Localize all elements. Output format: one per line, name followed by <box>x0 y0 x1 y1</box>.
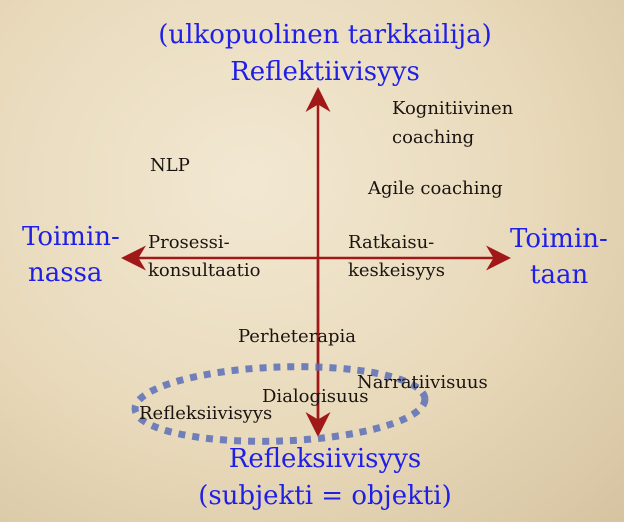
right-axis-line1: Toimin- <box>510 224 608 254</box>
label-kognitiivinen: Kognitiivinen <box>392 98 514 119</box>
bottom-axis-title: Refleksiivisyys <box>228 444 422 474</box>
left-axis-line2: nassa <box>28 258 103 288</box>
label-refleksiivisyys: Refleksiivisyys <box>139 403 273 424</box>
label-konsultaatio: konsultaatio <box>148 260 261 281</box>
label-coaching: coaching <box>392 127 475 148</box>
label-agile-coaching: Agile coaching <box>368 178 503 199</box>
top-axis-title: Reflektiivisyys <box>230 57 420 87</box>
bottom-axis-subtitle: (subjekti = objekti) <box>198 481 452 511</box>
dotted-ellipse <box>131 363 429 445</box>
label-nlp: NLP <box>150 155 190 176</box>
top-axis-subtitle: (ulkopuolinen tarkkailija) <box>158 20 492 50</box>
left-axis-line1: Toimin- <box>22 222 120 252</box>
label-narratiivisuus: Narratiivisuus <box>357 372 488 393</box>
label-prosessi: Prosessi- <box>148 232 230 253</box>
label-ratkaisu: Ratkaisu- <box>348 232 435 253</box>
label-dialogisuus: Dialogisuus <box>262 386 369 407</box>
right-axis-line2: taan <box>530 260 589 290</box>
label-keskeisyys: keskeisyys <box>348 260 445 281</box>
label-perheterapia: Perheterapia <box>238 326 357 347</box>
